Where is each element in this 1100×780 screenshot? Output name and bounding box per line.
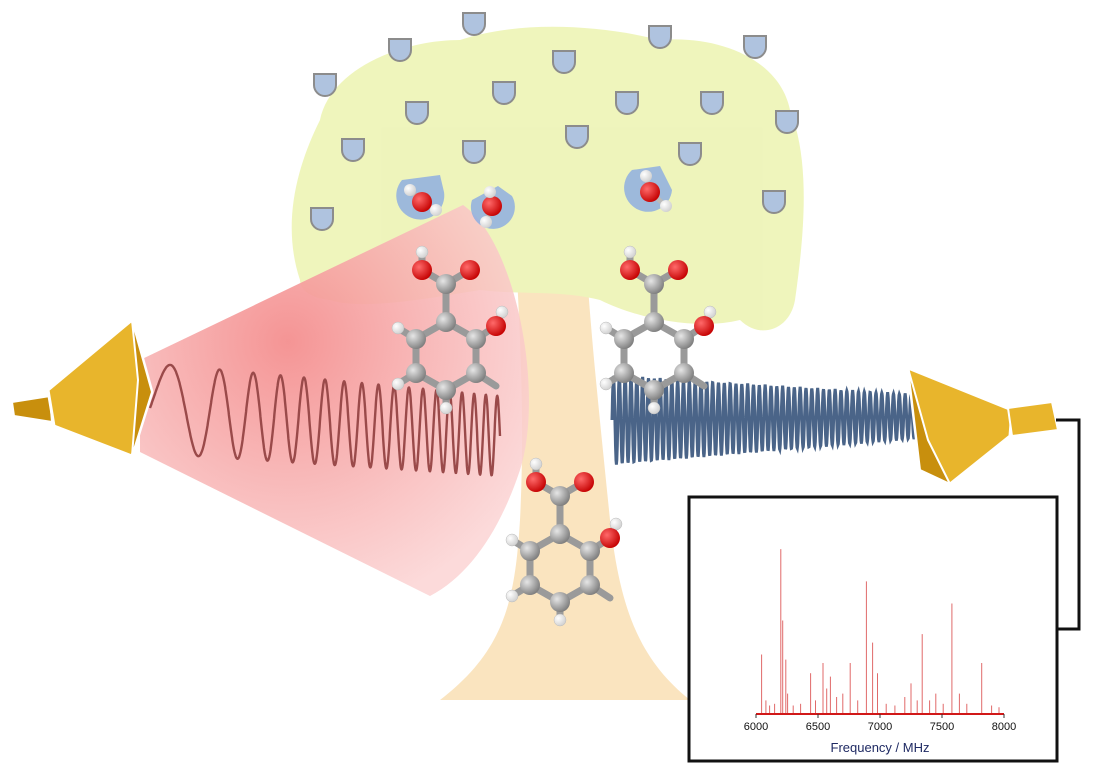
receiver-horn-icon	[906, 365, 1060, 487]
tree-trunk	[440, 240, 690, 700]
transmitter-horn-icon	[10, 317, 154, 458]
x-tick-label-4: 8000	[992, 721, 1016, 733]
free-induction-decay-signal	[610, 375, 964, 465]
x-tick-label-0: 6000	[744, 721, 768, 733]
x-axis: 6000 6500 7000 7500 8000	[744, 714, 1016, 733]
spectrum-peaks	[761, 549, 1000, 714]
signal-cable	[1056, 418, 1081, 631]
water-molecule-1	[396, 175, 445, 220]
x-axis-label: Frequency / MHz	[831, 740, 930, 755]
water-molecule-2	[470, 186, 515, 229]
x-tick-label-1: 6500	[806, 721, 830, 733]
water-molecule-3	[624, 166, 672, 212]
spectrum-frame	[687, 495, 1059, 763]
chirped-excitation-wave	[148, 363, 502, 477]
excitation-pulse-cone	[140, 205, 529, 596]
spectrum-inset: 6000 6500 7000 7500 8000 Frequency / MHz	[687, 495, 1059, 763]
x-tick-label-2: 7000	[868, 721, 892, 733]
x-tick-label-3: 7500	[930, 721, 954, 733]
